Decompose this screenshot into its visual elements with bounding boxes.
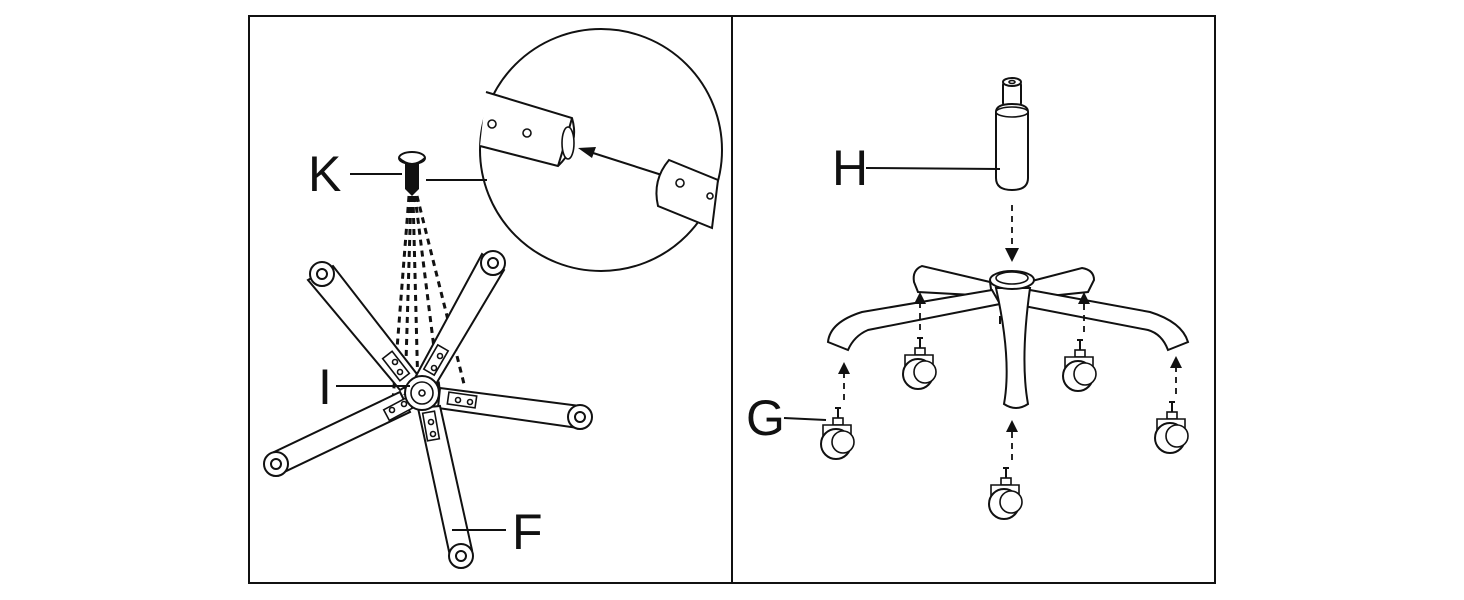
arm-brackets [381, 343, 478, 442]
label-f: F [512, 504, 543, 560]
caster-back-left [902, 292, 937, 390]
caster-back-right [1062, 292, 1097, 392]
caster-front-left [820, 362, 855, 460]
chair-base [826, 264, 1190, 409]
arrow-down-icon [1005, 248, 1019, 262]
arrow-up-icon [1078, 292, 1090, 304]
arrow-up-icon [914, 292, 926, 304]
right-panel: H G [746, 77, 1190, 520]
left-panel: K I F [263, 28, 723, 569]
gas-lift-icon [995, 77, 1029, 192]
label-k: K [308, 146, 341, 202]
label-h: H [832, 140, 868, 196]
arrow-up-icon [838, 362, 850, 374]
label-g: G [746, 390, 785, 446]
caster-front [988, 420, 1023, 520]
arrow-up-icon [1170, 356, 1182, 368]
bolt-icon [398, 151, 426, 196]
detail-magnifier [479, 28, 723, 272]
star-base [263, 250, 593, 569]
label-i: I [318, 359, 332, 415]
caster-front-right [1154, 356, 1189, 454]
arrow-up-icon [1006, 420, 1018, 432]
